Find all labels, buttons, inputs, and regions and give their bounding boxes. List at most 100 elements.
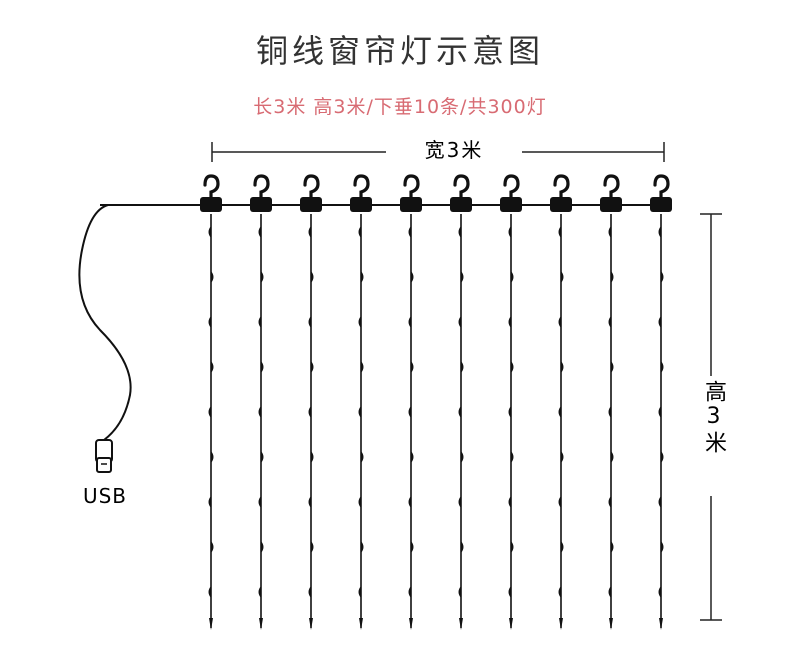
- led-bulb-icon: [661, 451, 664, 463]
- led-bulb-icon: [661, 541, 664, 553]
- led-bulb-icon: [608, 496, 611, 508]
- led-bulb-icon: [508, 406, 511, 418]
- strand-tip: [509, 618, 513, 630]
- led-bulb-icon: [258, 496, 261, 508]
- led-bulb-icon: [411, 541, 414, 553]
- clip-block: [400, 197, 422, 212]
- led-bulb-icon: [408, 406, 411, 418]
- led-bulb-icon: [311, 541, 314, 553]
- led-bulb-icon: [611, 361, 614, 373]
- led-bulb-icon: [408, 586, 411, 598]
- led-bulb-icon: [261, 271, 264, 283]
- led-bulb-icon: [608, 226, 611, 238]
- led-bulb-icon: [511, 271, 514, 283]
- usb-label: USB: [82, 484, 128, 508]
- led-bulb-icon: [261, 451, 264, 463]
- led-bulb-icon: [458, 316, 461, 328]
- led-bulb-icon: [311, 451, 314, 463]
- hook-icon: [553, 174, 570, 200]
- width-dimension: [211, 142, 665, 162]
- led-bulb-icon: [561, 271, 564, 283]
- led-bulb-icon: [311, 271, 314, 283]
- led-bulb-icon: [558, 586, 561, 598]
- led-bulb-icon: [458, 226, 461, 238]
- strand: [200, 174, 222, 630]
- led-bulb-icon: [661, 271, 664, 283]
- clip-block: [300, 197, 322, 212]
- led-bulb-icon: [658, 316, 661, 328]
- led-bulb-icon: [358, 226, 361, 238]
- strand-tip: [659, 618, 663, 630]
- led-bulb-icon: [258, 406, 261, 418]
- hook-icon: [503, 174, 520, 200]
- led-bulb-icon: [461, 271, 464, 283]
- led-bulb-icon: [358, 406, 361, 418]
- clip-block: [250, 197, 272, 212]
- clip-block: [200, 197, 222, 212]
- hook-icon: [303, 174, 320, 200]
- led-bulb-icon: [658, 496, 661, 508]
- hook-icon: [403, 174, 420, 200]
- led-bulb-icon: [558, 316, 561, 328]
- led-bulb-icon: [408, 226, 411, 238]
- strand: [500, 174, 522, 630]
- strand-tip: [409, 618, 413, 630]
- led-bulb-icon: [658, 586, 661, 598]
- clip-block: [450, 197, 472, 212]
- usb-cable: [78, 204, 132, 441]
- led-bulb-icon: [208, 586, 211, 598]
- led-bulb-icon: [211, 541, 214, 553]
- clip-block: [650, 197, 672, 212]
- hook-icon: [253, 174, 270, 200]
- led-bulb-icon: [308, 586, 311, 598]
- led-bulb-icon: [408, 316, 411, 328]
- led-bulb-icon: [561, 451, 564, 463]
- diagram-title: 铜线窗帘灯示意图: [255, 32, 544, 70]
- led-bulb-icon: [258, 586, 261, 598]
- led-bulb-icon: [208, 406, 211, 418]
- led-bulb-icon: [258, 316, 261, 328]
- led-bulb-icon: [208, 496, 211, 508]
- led-bulb-icon: [408, 496, 411, 508]
- led-bulb-icon: [558, 226, 561, 238]
- strand-tip: [359, 618, 363, 630]
- strand: [250, 174, 272, 630]
- led-bulb-icon: [558, 496, 561, 508]
- led-bulb-icon: [308, 406, 311, 418]
- led-bulb-icon: [261, 361, 264, 373]
- strand-tip: [259, 618, 263, 630]
- led-bulb-icon: [608, 316, 611, 328]
- clip-block: [550, 197, 572, 212]
- led-bulb-icon: [361, 271, 364, 283]
- strand-tip: [609, 618, 613, 630]
- led-bulb-icon: [608, 406, 611, 418]
- led-bulb-icon: [411, 271, 414, 283]
- led-bulb-icon: [508, 586, 511, 598]
- led-bulb-icon: [358, 316, 361, 328]
- led-bulb-icon: [361, 361, 364, 373]
- strand: [550, 174, 572, 630]
- strand: [450, 174, 472, 630]
- led-bulb-icon: [211, 271, 214, 283]
- led-bulb-icon: [308, 316, 311, 328]
- led-bulb-icon: [261, 541, 264, 553]
- led-bulb-icon: [611, 451, 614, 463]
- led-bulb-icon: [661, 361, 664, 373]
- led-bulb-icon: [511, 541, 514, 553]
- strand: [400, 174, 422, 630]
- led-bulb-icon: [411, 361, 414, 373]
- led-bulb-icon: [658, 226, 661, 238]
- strand-tip: [209, 618, 213, 630]
- height-label: 高3米: [693, 380, 733, 455]
- led-bulb-icon: [361, 541, 364, 553]
- hook-icon: [653, 174, 670, 200]
- hook-icon: [353, 174, 370, 200]
- hook-icon: [203, 174, 220, 200]
- strand: [350, 174, 372, 630]
- clip-block: [600, 197, 622, 212]
- led-bulb-icon: [208, 316, 211, 328]
- led-bulb-icon: [411, 451, 414, 463]
- led-bulb-icon: [208, 226, 211, 238]
- led-bulb-icon: [461, 541, 464, 553]
